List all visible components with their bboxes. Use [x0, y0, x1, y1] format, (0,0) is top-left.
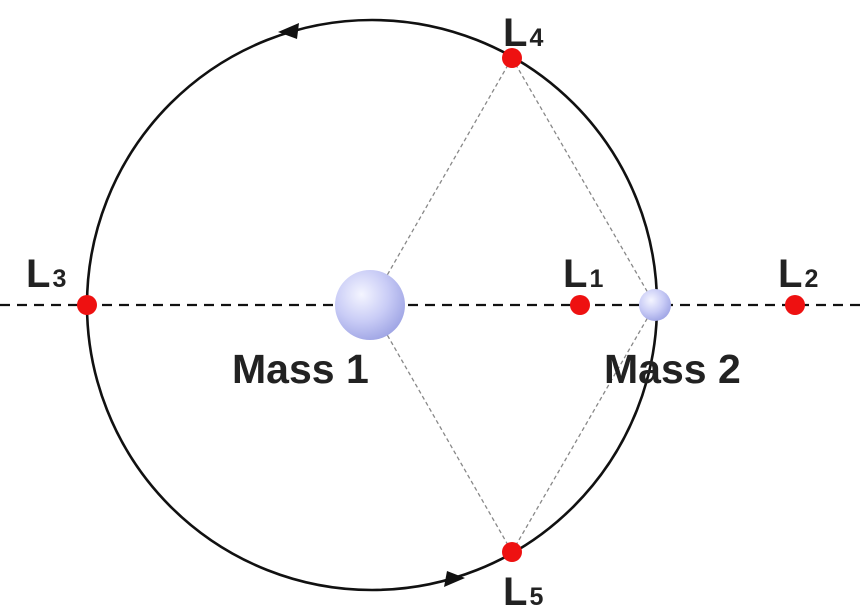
- lagrange-point-l2: [785, 295, 805, 315]
- mass2-label: Mass 2: [604, 346, 741, 392]
- label-l4: L4: [503, 11, 543, 55]
- guide-l4-mass2: [511, 57, 656, 306]
- mass2-sphere: [639, 289, 671, 321]
- orbit-arrow-bottom-icon: [444, 571, 465, 587]
- mass1-sphere: [335, 270, 405, 340]
- guide-mass1-l5: [369, 304, 513, 553]
- label-l3: L3: [26, 252, 66, 296]
- lagrange-point-l3: [77, 295, 97, 315]
- guide-mass1-l4: [369, 57, 513, 306]
- equilateral-guides: [369, 57, 656, 553]
- lagrange-point-l1: [570, 295, 590, 315]
- label-l2: L2: [778, 252, 818, 296]
- lagrange-point-l4: [502, 48, 522, 68]
- guide-l5-mass2: [511, 304, 656, 553]
- label-l5: L5: [503, 570, 543, 614]
- orbit-arrow-top-icon: [278, 23, 299, 39]
- label-l1: L1: [563, 252, 603, 296]
- lagrange-point-l5: [502, 542, 522, 562]
- mass1-label: Mass 1: [232, 346, 369, 392]
